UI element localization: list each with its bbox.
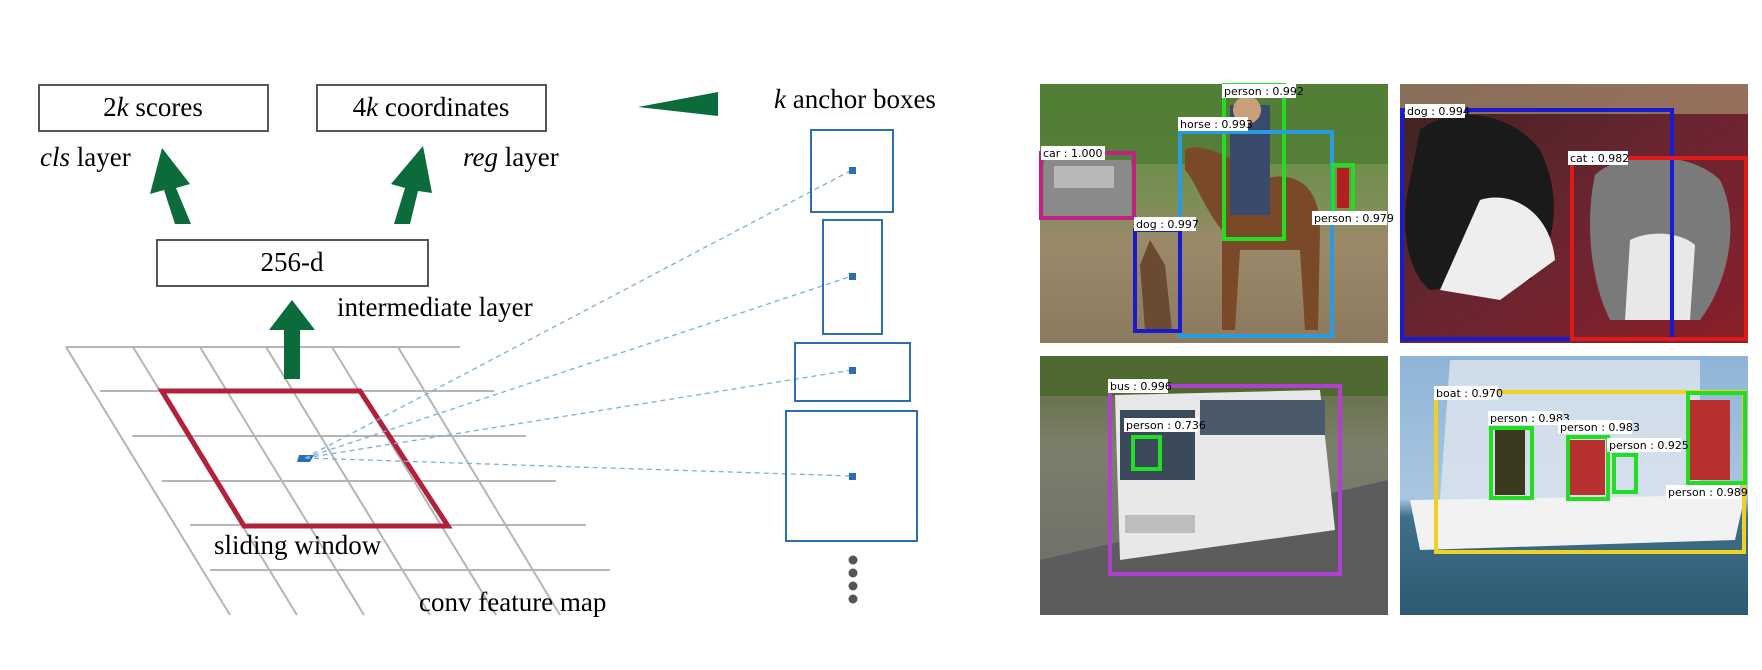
scores-box	[38, 84, 269, 132]
sliding-window-label: sliding window	[214, 530, 382, 560]
detection-labels-bus: bus : 0.996 person : 0.736	[1108, 379, 1206, 432]
svg-text:person : 0.925: person : 0.925	[1609, 439, 1689, 452]
projection-lines	[304, 169, 853, 477]
intermediate-layer-label: intermediate layer	[337, 292, 533, 322]
svg-text:bus : 0.996: bus : 0.996	[1110, 380, 1172, 393]
detection-box-driver	[1131, 435, 1162, 471]
svg-text:cat : 0.982: cat : 0.982	[1570, 152, 1629, 165]
reg-layer-label: reg layer	[463, 142, 559, 172]
anchor-boxes	[785, 129, 918, 542]
cls-layer-label: cls layer	[40, 142, 131, 172]
svg-text:person : 0.736: person : 0.736	[1126, 419, 1206, 432]
svg-text:boat : 0.970: boat : 0.970	[1436, 387, 1503, 400]
svg-text:person : 0.983: person : 0.983	[1490, 412, 1570, 425]
coordinates-label: 4k coordinates	[353, 92, 510, 122]
scores-label: 2k scores	[103, 92, 203, 122]
more-anchors-ellipsis	[848, 555, 858, 604]
svg-text:dog : 0.994: dog : 0.994	[1407, 105, 1470, 118]
svg-text:person : 0.989: person : 0.989	[1668, 486, 1748, 499]
example-image-bus	[1040, 356, 1388, 615]
detection-box-bus	[1108, 384, 1342, 576]
anchor-centers	[849, 167, 856, 480]
detections-sailboat	[1434, 390, 1747, 554]
detection-box-person-2	[1566, 435, 1610, 501]
intermediate-box-label: 256-d	[261, 247, 324, 277]
sliding-window	[157, 388, 453, 529]
coordinates-box	[316, 84, 547, 132]
anchor-box-1	[810, 129, 894, 213]
detection-box-person-1	[1489, 426, 1534, 500]
detections-bus	[1108, 384, 1342, 576]
detection-box-person-4	[1686, 391, 1747, 485]
detection-labels-horse: person : 0.992 horse : 0.993 car : 1.000…	[1041, 84, 1394, 231]
svg-text:dog : 0.997: dog : 0.997	[1136, 218, 1199, 231]
svg-text:horse : 0.993: horse : 0.993	[1180, 118, 1253, 131]
conv-feature-map-label: conv feature map	[419, 587, 606, 617]
detection-box-dog-2	[1400, 108, 1674, 341]
anchor-box-3	[794, 342, 911, 402]
svg-text:car : 1.000: car : 1.000	[1043, 147, 1103, 160]
anchor-boxes-title: k anchor boxes	[774, 84, 936, 114]
anchor-box-4	[785, 410, 918, 542]
detection-box-cat	[1570, 156, 1748, 341]
detection-box-person-3	[1612, 453, 1638, 494]
arrow-to-reg	[391, 146, 432, 224]
arrow-from-anchors	[638, 92, 718, 116]
svg-text:person : 0.979: person : 0.979	[1314, 212, 1394, 225]
detection-labels-dog-cat: dog : 0.994 cat : 0.982	[1405, 104, 1629, 165]
arrow-to-intermediate	[269, 300, 315, 379]
detections-dog-cat	[1400, 108, 1748, 341]
conv-feature-map-grid	[65, 346, 610, 616]
anchor-box-2	[822, 219, 883, 335]
detection-labels-sailboat: boat : 0.970 person : 0.983 person : 0.9…	[1434, 386, 1748, 499]
svg-text:person : 0.983: person : 0.983	[1560, 421, 1640, 434]
svg-text:person : 0.992: person : 0.992	[1224, 85, 1304, 98]
arrow-to-cls	[150, 148, 191, 224]
intermediate-box	[156, 239, 429, 287]
